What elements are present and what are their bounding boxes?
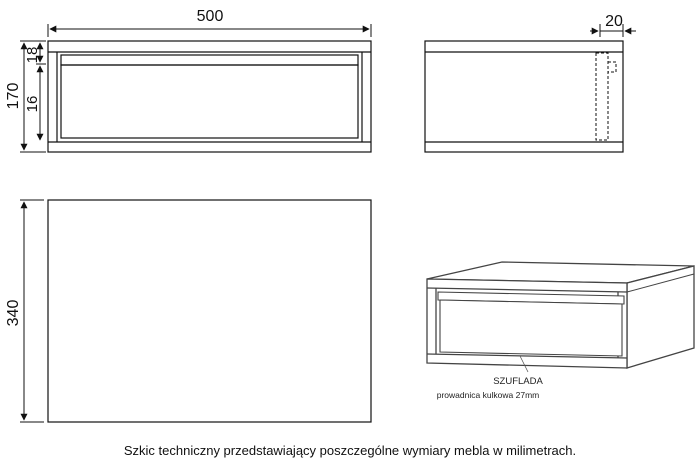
iso-bottom-board-line — [426, 353, 628, 359]
depth-label: 20 — [605, 13, 623, 30]
isometric-view — [426, 261, 695, 369]
plan-depth-dimension — [20, 199, 44, 423]
technical-drawing: 500 170 18 16 20 340 — [5, 8, 695, 423]
iso-drawer-front — [439, 299, 623, 357]
drawing-caption: Szkic techniczny przedstawiający poszcze… — [123, 443, 577, 458]
width-dimension — [47, 24, 372, 37]
front-view — [47, 40, 372, 153]
front-outline — [47, 40, 372, 153]
height-label: 170 — [5, 83, 22, 110]
plan-depth-label: 340 — [5, 300, 22, 327]
annotation-leader — [519, 355, 529, 373]
drawer-front-body — [60, 64, 359, 139]
drawer-front-label: 16 — [24, 96, 41, 113]
annotation-hardware-label: prowadnica kulkowa 27mm — [437, 390, 540, 400]
drawer-front-top — [60, 54, 359, 66]
annotation-part-label: SZUFLADA — [493, 376, 543, 387]
hidden-handle-profile — [608, 61, 617, 73]
iso-right-side — [626, 265, 695, 369]
top-view — [47, 199, 372, 423]
side-outline — [424, 40, 624, 153]
iso-right-top-edge — [626, 273, 695, 293]
side-view — [424, 40, 624, 153]
top-outline — [47, 199, 372, 423]
iso-top-board-line — [426, 287, 628, 293]
depth-dimension — [590, 24, 636, 37]
top-board-label: 18 — [24, 47, 41, 64]
hidden-drawer-profile — [595, 52, 609, 141]
width-label: 500 — [197, 8, 224, 25]
height-dimension — [20, 40, 46, 153]
